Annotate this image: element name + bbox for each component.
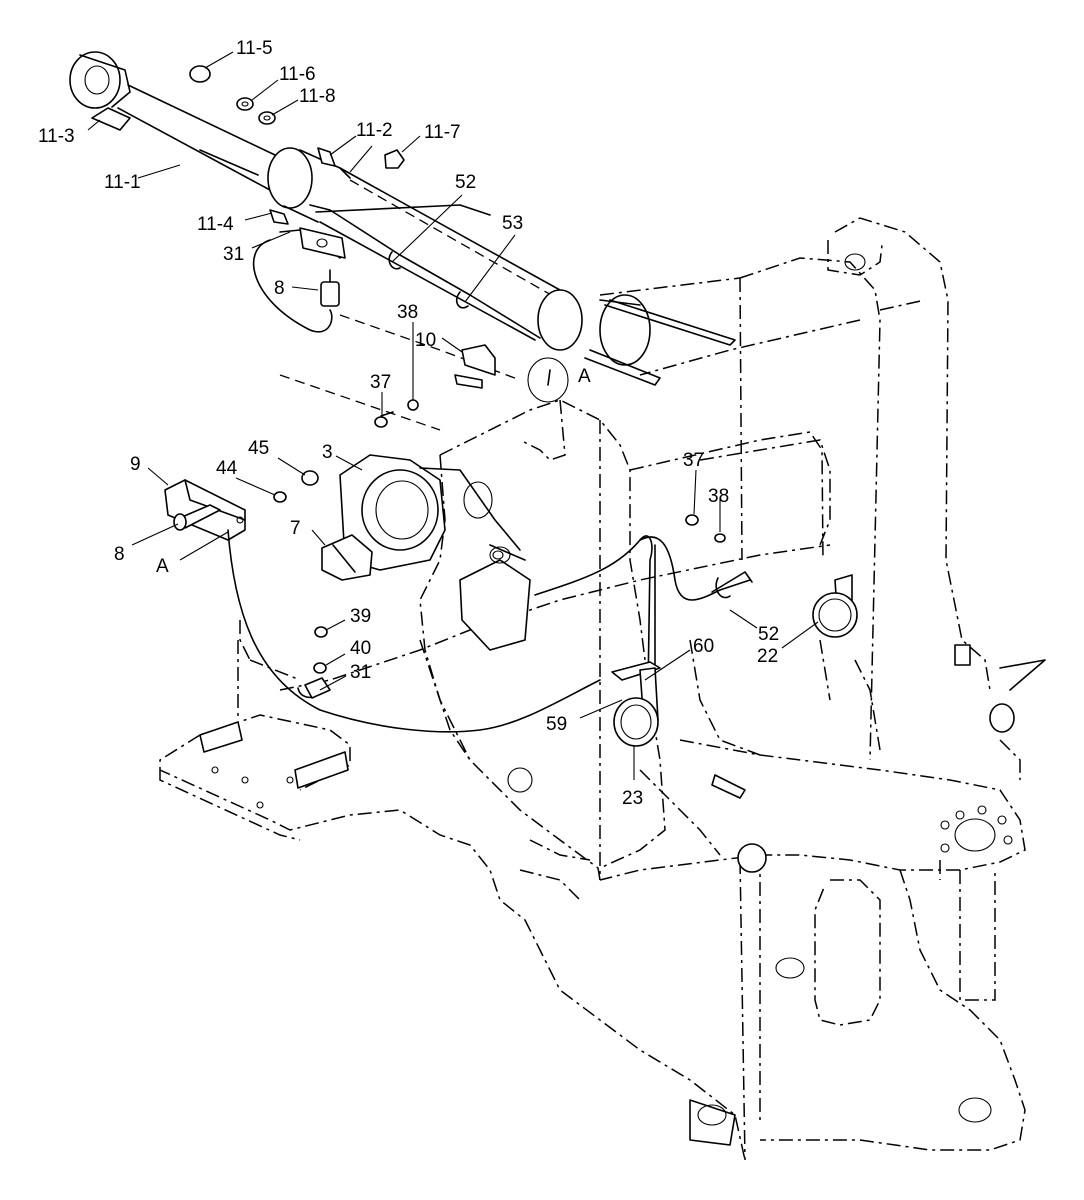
callout-53: 53 [502,213,523,234]
sensor-bracket [164,470,601,733]
callout-52-upper: 52 [455,172,476,193]
callout-3: 3 [322,442,333,463]
callout-38-right: 38 [708,486,729,507]
callout-9: 9 [130,454,141,475]
frame-hardware [199,253,1046,1146]
callout-8-lower: 8 [114,544,125,565]
limit-switch-assembly [321,454,531,651]
callout-10: 10 [415,330,436,351]
leader-lines [87,51,819,780]
callout-11-1: 11-1 [104,172,141,193]
callout-11-4: 11-4 [197,214,234,235]
callout-11-7: 11-7 [424,122,461,143]
callout-22: 22 [757,646,778,667]
callout-11-3: 11-3 [38,126,75,147]
callout-45: 45 [248,438,269,459]
upper-harness [252,204,541,339]
callout-60: 60 [693,636,714,657]
callout-23: 23 [622,788,643,809]
callout-11-5: 11-5 [236,38,273,59]
callout-A-lower: A [156,556,169,577]
callout-8-upper: 8 [274,278,285,299]
callout-44: 44 [216,458,238,479]
callout-39: 39 [350,606,371,627]
callout-37-right: 37 [683,450,704,471]
callout-40: 40 [350,638,371,659]
lower-harness [534,514,858,747]
hydraulic-cylinder [69,51,736,403]
callout-A-upper: A [578,366,591,387]
upper-fasteners [189,65,496,428]
callout-31-lower: 31 [350,662,371,683]
callout-11-8: 11-8 [299,86,336,107]
callout-11-2: 11-2 [356,120,393,141]
callout-52-lower: 52 [758,624,779,645]
callout-59: 59 [546,714,567,735]
callout-11-6: 11-6 [279,64,316,85]
callout-labels: 11-5 11-6 11-8 11-3 11-2 11-7 11-1 52 53… [38,38,779,809]
callout-31-upper: 31 [223,244,244,265]
main-frame-outline [159,217,1026,1161]
callout-37-upper: 37 [370,372,391,393]
callout-7: 7 [290,518,301,539]
callout-38-upper: 38 [397,302,418,323]
